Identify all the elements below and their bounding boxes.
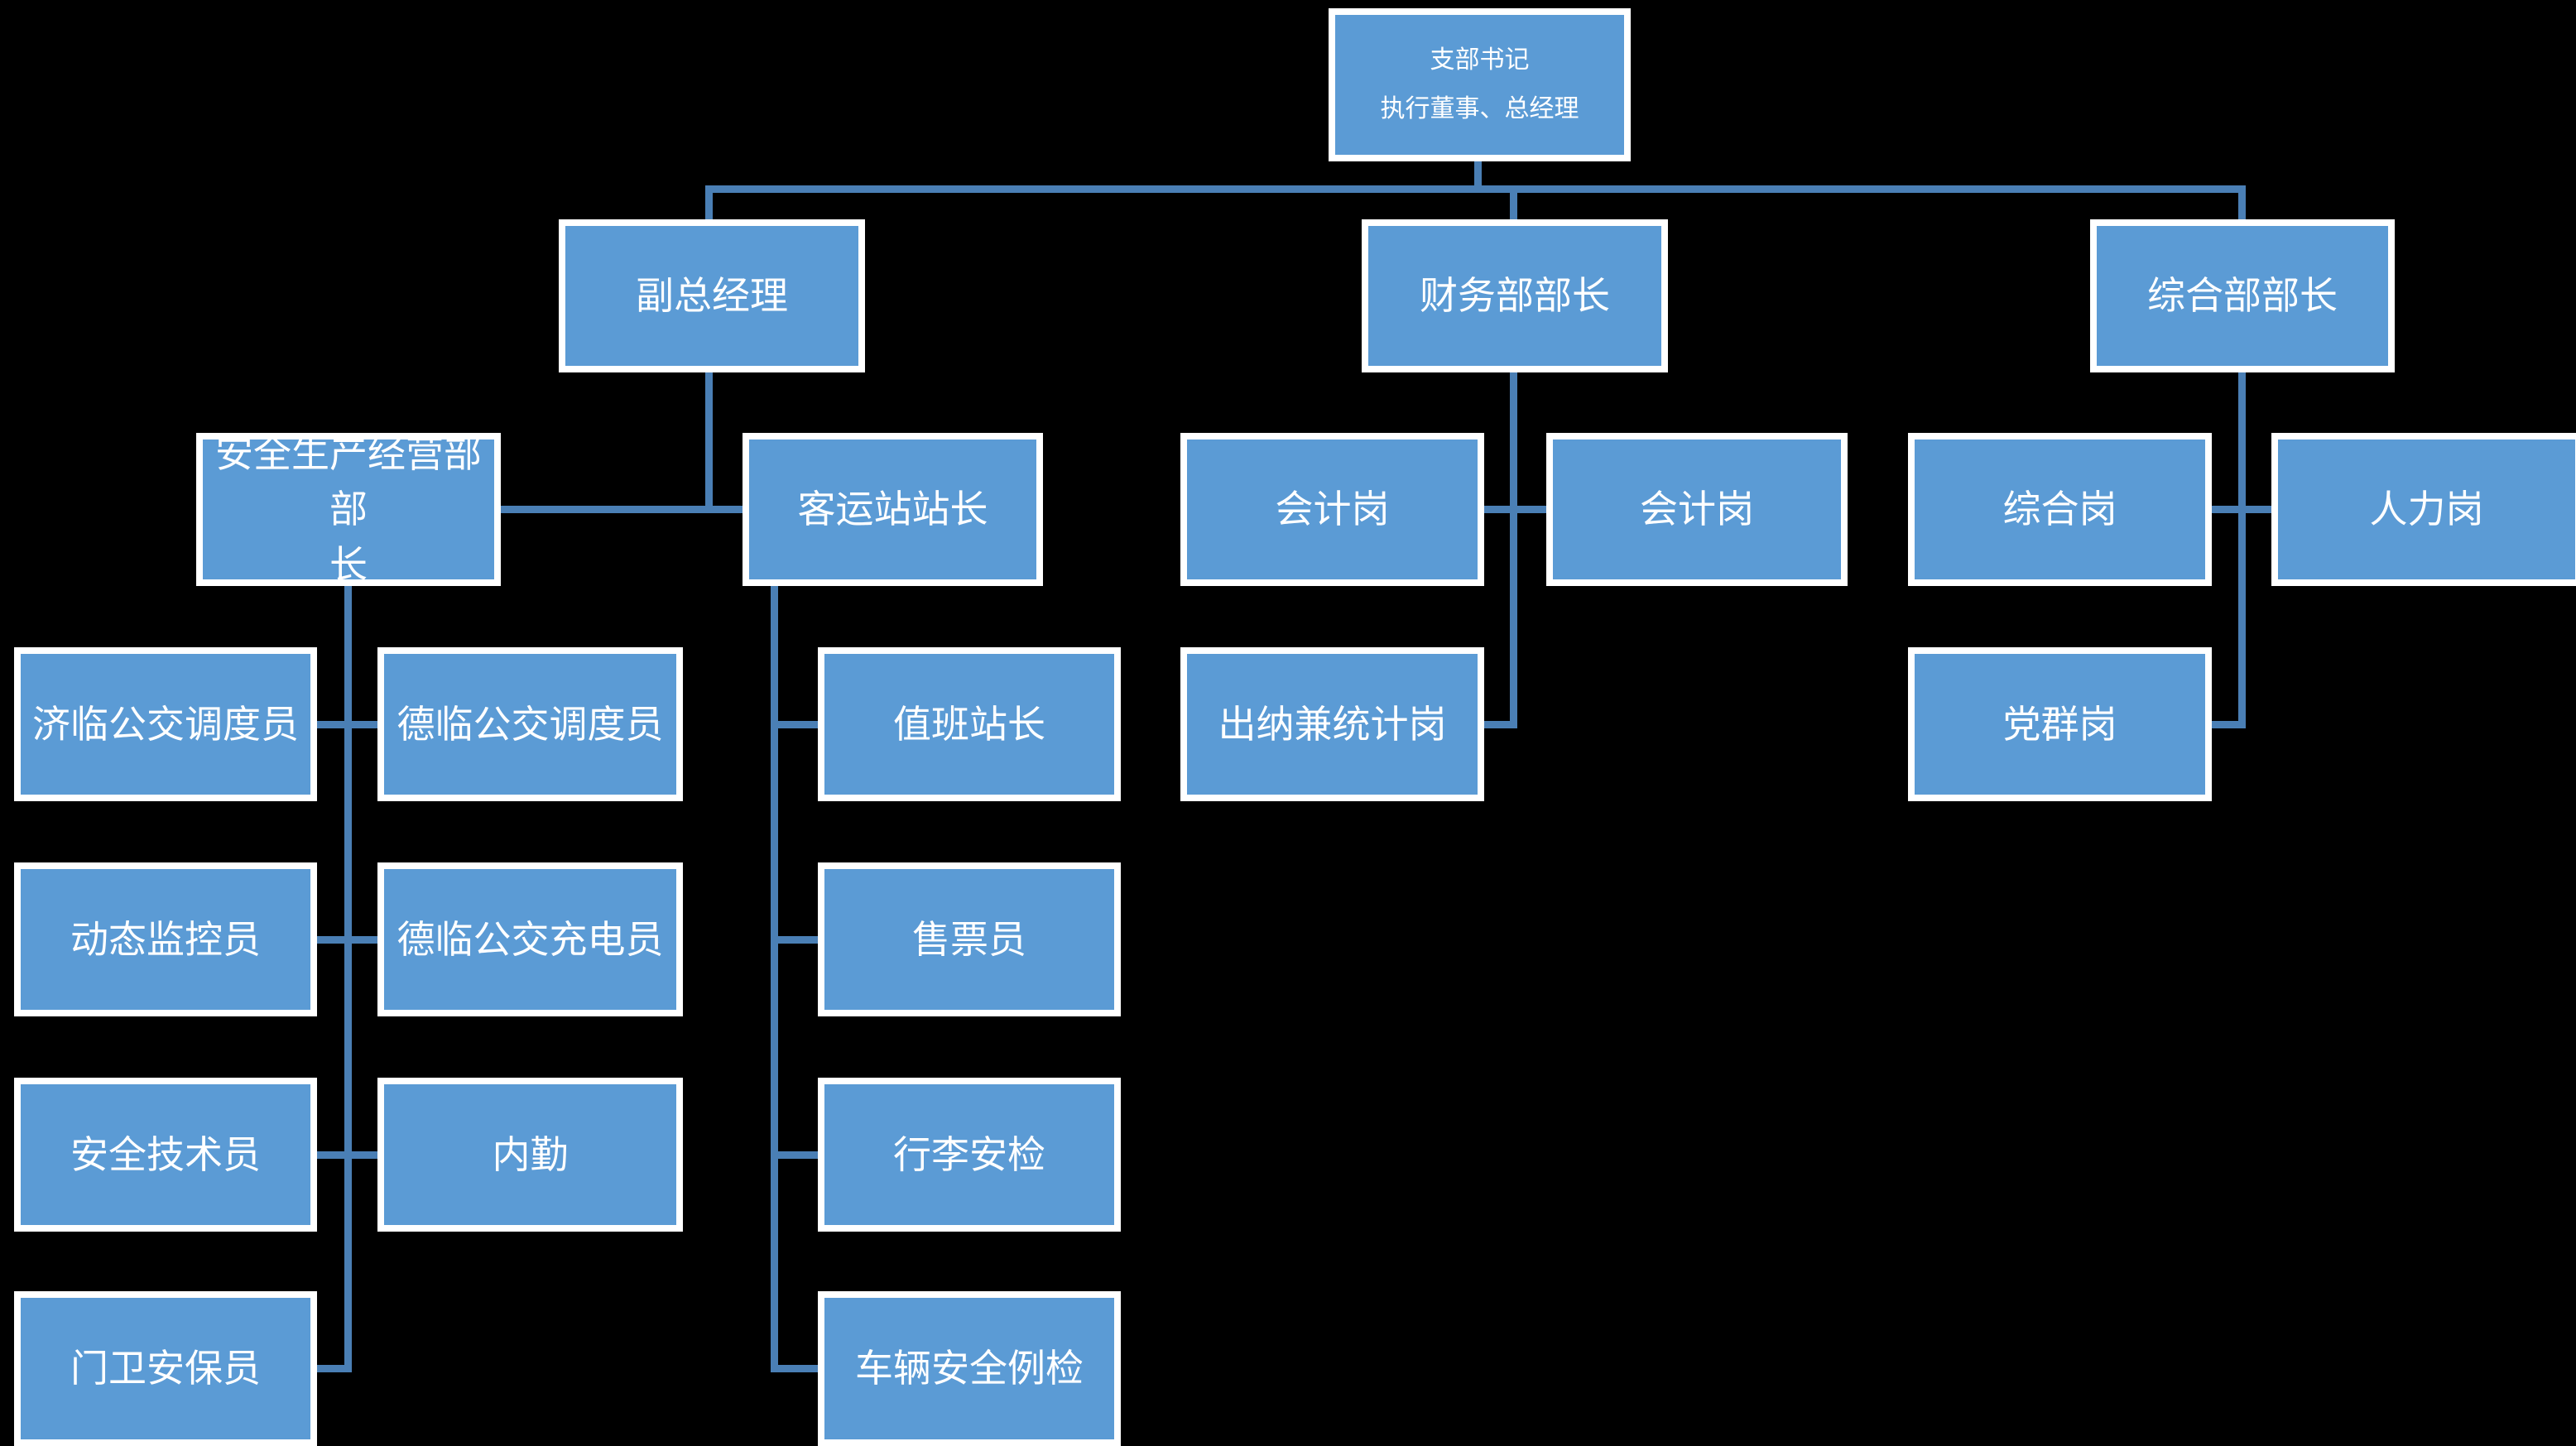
node-ticket-seller: 售票员 bbox=[818, 862, 1121, 1016]
connector-level1-bar bbox=[705, 185, 2246, 193]
node-dynamic-monitor: 动态监控员 bbox=[14, 862, 317, 1016]
node-internal-affairs: 内勤 bbox=[377, 1078, 683, 1232]
node-vice-general-manager: 副总经理 bbox=[559, 219, 865, 372]
node-duty-station-master: 值班站长 bbox=[818, 647, 1121, 801]
node-jilin-bus-dispatcher: 济临公交调度员 bbox=[14, 647, 317, 801]
connector-vice-gm-trunk bbox=[705, 371, 713, 513]
node-party-mass-post: 党群岗 bbox=[1908, 647, 2212, 801]
node-gate-guard: 门卫安保员 bbox=[14, 1291, 317, 1446]
connector-ticket-seller-stub bbox=[771, 936, 818, 944]
node-general-post: 综合岗 bbox=[1908, 433, 2212, 586]
connector-general-hr-bar bbox=[2212, 506, 2271, 513]
connector-general-drop bbox=[2238, 185, 2246, 223]
connector-safety-trunk bbox=[344, 584, 352, 1372]
connector-tech-internal-bar bbox=[317, 1151, 377, 1159]
connector-safety-station-bar bbox=[501, 506, 743, 513]
connector-monitor-charger-bar bbox=[317, 936, 377, 944]
node-accountant-post-1: 会计岗 bbox=[1180, 433, 1484, 586]
node-cashier-statistics-post: 出纳兼统计岗 bbox=[1180, 647, 1484, 801]
connector-vehicle-check-stub bbox=[771, 1365, 818, 1372]
connector-finance-trunk bbox=[1510, 371, 1517, 728]
node-baggage-security-check: 行李安检 bbox=[818, 1078, 1121, 1232]
connector-general-trunk bbox=[2238, 371, 2246, 728]
node-branch-secretary: 支部书记 执行董事、总经理 bbox=[1329, 8, 1631, 161]
connector-duty-master-stub bbox=[771, 721, 818, 728]
node-passenger-station-master: 客运站站长 bbox=[743, 433, 1043, 586]
node-finance-dept-head: 财务部部长 bbox=[1362, 219, 1668, 372]
connector-accountants-bar bbox=[1484, 506, 1546, 513]
node-vehicle-safety-inspection: 车辆安全例检 bbox=[818, 1291, 1121, 1446]
connector-dispatchers-bar bbox=[317, 721, 377, 728]
node-general-dept-head: 综合部部长 bbox=[2090, 219, 2395, 372]
node-delin-bus-charger: 德临公交充电员 bbox=[377, 862, 683, 1016]
node-accountant-post-2: 会计岗 bbox=[1546, 433, 1848, 586]
connector-root-drop bbox=[1474, 160, 1482, 193]
node-safety-production-dept-head: 安全生产经营部部 长 bbox=[196, 432, 501, 586]
connector-party-stub bbox=[2212, 721, 2246, 728]
connector-guard-stub bbox=[317, 1365, 352, 1372]
connector-vice-gm-drop bbox=[705, 185, 713, 223]
connector-station-trunk bbox=[771, 584, 778, 1372]
connector-baggage-stub bbox=[771, 1151, 818, 1159]
node-hr-post: 人力岗 bbox=[2271, 433, 2576, 586]
connector-finance-drop bbox=[1510, 185, 1517, 223]
connector-cashier-stub bbox=[1484, 721, 1517, 728]
node-delin-bus-dispatcher: 德临公交调度员 bbox=[377, 647, 683, 801]
node-safety-technician: 安全技术员 bbox=[14, 1078, 317, 1232]
